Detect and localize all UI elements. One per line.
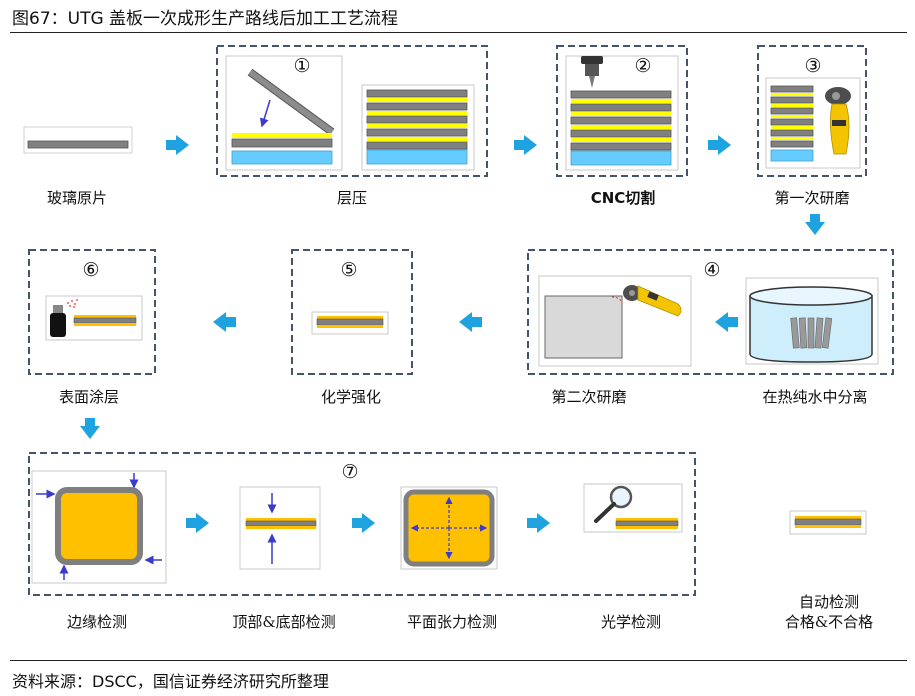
auto-inspection-result-illustration xyxy=(789,510,867,535)
frame-step7 xyxy=(28,452,696,596)
step-marker-2: ② xyxy=(634,55,651,77)
label-pass-fail: 合格&不合格 xyxy=(784,613,874,631)
label-second-grinding: 第二次研磨 xyxy=(551,388,627,406)
flow-arrow-10 xyxy=(352,513,375,533)
label-auto-inspection: 自动检测 xyxy=(798,593,860,611)
label-flatness-tension-inspection: 平面张力检测 xyxy=(406,613,498,631)
chemical-strengthening-illustration xyxy=(311,311,389,335)
flow-arrow-1 xyxy=(166,135,189,155)
step-marker-3: ③ xyxy=(804,55,821,77)
label-lamination: 层压 xyxy=(336,189,368,207)
label-first-grinding: 第一次研磨 xyxy=(774,189,850,207)
step-marker-7: ⑦ xyxy=(341,461,358,483)
flow-arrow-3 xyxy=(708,135,731,155)
flow-arrow-5 xyxy=(715,312,738,332)
glass-sheet-illustration xyxy=(23,126,133,154)
label-surface-coating: 表面涂层 xyxy=(58,388,120,406)
step-marker-6: ⑥ xyxy=(82,259,99,281)
label-chemical-strengthening: 化学强化 xyxy=(320,388,382,406)
top-bottom-inspection-illustration xyxy=(239,486,321,570)
lamination-illustration xyxy=(225,55,475,171)
label-cnc-cutting: CNC切割 xyxy=(590,189,656,207)
flow-arrow-2 xyxy=(514,135,537,155)
top-rule xyxy=(10,32,907,33)
label-edge-inspection: 边缘检测 xyxy=(66,613,128,631)
optical-inspection-illustration xyxy=(583,483,683,533)
surface-coating-illustration xyxy=(45,295,143,341)
label-hot-water-separation: 在热纯水中分离 xyxy=(762,388,868,406)
label-glass-original: 玻璃原片 xyxy=(46,189,108,207)
frame-step3 xyxy=(757,45,867,177)
figure-source: 资料来源：DSCC，国信证券经济研究所整理 xyxy=(12,672,329,691)
figure-title: 图67：UTG 盖板一次成形生产路线后加工工艺流程 xyxy=(12,9,399,29)
step-marker-1: ① xyxy=(293,55,310,77)
frame-step5 xyxy=(291,249,413,375)
flatness-tension-inspection-illustration xyxy=(400,486,498,570)
frame-step1 xyxy=(216,45,488,177)
second-grinding-illustration xyxy=(538,275,692,367)
frame-step4 xyxy=(527,249,894,375)
label-optical-inspection: 光学检测 xyxy=(600,613,662,631)
step-marker-5: ⑤ xyxy=(340,259,357,281)
step-marker-4: ④ xyxy=(703,259,720,281)
label-top-bottom-inspection: 顶部&底部检测 xyxy=(232,613,336,631)
bottom-rule xyxy=(10,660,907,661)
flow-arrow-7 xyxy=(213,312,236,332)
first-grinding-illustration xyxy=(765,77,861,169)
cnc-illustration xyxy=(565,55,679,171)
frame-step2 xyxy=(556,45,688,177)
flow-arrow-6 xyxy=(459,312,482,332)
flow-arrow-8 xyxy=(80,418,100,439)
frame-step6 xyxy=(28,249,156,375)
flow-arrow-9 xyxy=(186,513,209,533)
hot-water-separation-illustration xyxy=(745,277,879,365)
edge-inspection-illustration xyxy=(31,470,167,584)
flow-arrow-11 xyxy=(527,513,550,533)
flow-arrow-4 xyxy=(805,214,825,235)
